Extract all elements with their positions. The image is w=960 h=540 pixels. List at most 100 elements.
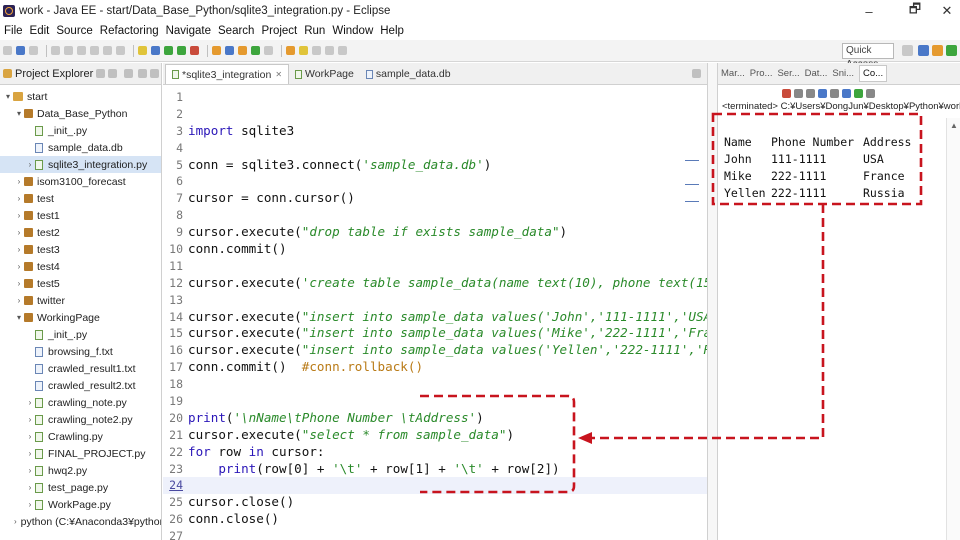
code-line[interactable]: 23 print(row[0] + '\t' + row[1] + '\t' +… — [163, 461, 707, 478]
menu-search[interactable]: Search — [218, 25, 255, 37]
expand-toggle-icon[interactable]: › — [17, 279, 21, 288]
menu-file[interactable]: File — [4, 25, 23, 37]
tree-item[interactable]: ›python (C:¥Anaconda3¥python.exe) — [0, 513, 161, 530]
tree-item[interactable]: ›test5 — [0, 275, 161, 292]
expand-toggle-icon[interactable]: › — [28, 483, 32, 492]
tree-item[interactable]: ▾start — [0, 88, 161, 105]
tree-item[interactable]: ›twitter — [0, 292, 161, 309]
expand-toggle-icon[interactable]: › — [17, 211, 21, 220]
skip-breakpoints-icon[interactable] — [77, 46, 86, 55]
external-tools-icon[interactable] — [190, 46, 199, 55]
back-icon[interactable] — [325, 46, 334, 55]
new-icon[interactable] — [3, 46, 12, 55]
terminate-icon[interactable] — [782, 88, 791, 98]
minimize-button[interactable]: – — [865, 3, 873, 19]
save-icon[interactable] — [16, 46, 25, 55]
expand-toggle-icon[interactable]: › — [17, 228, 21, 237]
console-view-tab[interactable]: Ser... — [777, 68, 800, 79]
tree-item[interactable]: ▾WorkingPage — [0, 309, 161, 326]
suspend-icon[interactable] — [103, 46, 112, 55]
new-project-icon[interactable] — [251, 46, 260, 55]
view-menu-icon[interactable] — [124, 69, 133, 78]
editor-tab[interactable]: sample_data.db — [360, 64, 457, 84]
tree-item[interactable]: ›test1 — [0, 207, 161, 224]
code-line[interactable]: 19 — [163, 393, 707, 410]
open-console-icon[interactable] — [866, 88, 875, 98]
forward-icon[interactable] — [338, 46, 347, 55]
tree-item[interactable]: ›test — [0, 190, 161, 207]
tree-item[interactable]: crawled_result2.txt — [0, 377, 161, 394]
pydev-perspective-icon[interactable] — [932, 45, 943, 56]
stop-icon[interactable] — [116, 46, 125, 55]
remove-launch-icon[interactable] — [794, 88, 803, 98]
tree-item[interactable]: _init_.py — [0, 326, 161, 343]
expand-toggle-icon[interactable]: ▾ — [5, 92, 10, 101]
tree-item[interactable]: crawled_result1.txt — [0, 360, 161, 377]
print-icon[interactable] — [51, 46, 60, 55]
expand-toggle-icon[interactable]: ▾ — [16, 313, 21, 322]
resume-icon[interactable] — [90, 46, 99, 55]
new-server-icon[interactable] — [151, 46, 160, 55]
project-explorer-tab[interactable]: Project Explorer — [0, 63, 161, 85]
expand-toggle-icon[interactable]: › — [17, 245, 21, 254]
menu-help[interactable]: Help — [380, 25, 404, 37]
code-line[interactable]: 13 — [163, 292, 707, 309]
console-view-tab[interactable]: Pro... — [749, 68, 773, 79]
tree-item[interactable]: ›hwq2.py — [0, 462, 161, 479]
save-all-icon[interactable] — [29, 46, 38, 55]
code-line[interactable]: 4 — [163, 140, 707, 157]
open-type-icon[interactable] — [138, 46, 147, 55]
maximize-button[interactable]: 🗗 — [908, 1, 922, 16]
tree-item[interactable]: ›sqlite3_integration.py — [0, 156, 161, 173]
display-console-icon[interactable] — [854, 88, 863, 98]
search-icon[interactable] — [264, 46, 273, 55]
tree-item[interactable]: sample_data.db — [0, 139, 161, 156]
minimize-view-icon[interactable] — [138, 69, 147, 78]
close-tab-icon[interactable]: ✕ — [275, 70, 283, 79]
code-line[interactable]: 1 — [163, 89, 707, 106]
expand-toggle-icon[interactable]: › — [28, 432, 32, 441]
minimize-editor-icon[interactable] — [692, 69, 701, 78]
maximize-view-icon[interactable] — [150, 69, 159, 78]
open-folder-icon[interactable] — [238, 46, 247, 55]
expand-toggle-icon[interactable]: › — [28, 466, 32, 475]
expand-toggle-icon[interactable]: › — [28, 500, 32, 509]
editor-tab[interactable]: *sqlite3_integration✕ — [165, 64, 290, 84]
menu-refactoring[interactable]: Refactoring — [99, 25, 159, 37]
pin-console-icon[interactable] — [842, 88, 851, 98]
expand-toggle-icon[interactable]: › — [17, 262, 21, 271]
menu-edit[interactable]: Edit — [29, 25, 50, 37]
open-perspective-icon[interactable] — [902, 45, 913, 56]
expand-toggle-icon[interactable]: › — [28, 398, 32, 407]
expand-toggle-icon[interactable]: › — [28, 160, 32, 169]
debug-icon[interactable] — [164, 46, 173, 55]
debug-perspective-icon[interactable] — [946, 45, 957, 56]
expand-toggle-icon[interactable]: › — [17, 296, 21, 305]
expand-toggle-icon[interactable]: ▾ — [16, 109, 21, 118]
code-line[interactable]: 2 — [163, 106, 707, 123]
tree-item[interactable]: ›crawling_note2.py — [0, 411, 161, 428]
overview-ruler-mark[interactable] — [685, 160, 699, 161]
expand-toggle-icon[interactable]: › — [14, 517, 17, 526]
overview-ruler-mark[interactable] — [685, 201, 699, 202]
console-view-tab[interactable]: Mar... — [721, 68, 745, 79]
expand-toggle-icon[interactable]: › — [17, 194, 21, 203]
tree-item[interactable]: ›FINAL_PROJECT.py — [0, 445, 161, 462]
tree-item[interactable]: ›test4 — [0, 258, 161, 275]
console-view-tab[interactable]: Dat... — [804, 68, 828, 79]
link-with-editor-icon[interactable] — [108, 69, 117, 78]
editor-tab[interactable]: WorkPage — [289, 64, 360, 84]
code-line[interactable]: 8 — [163, 207, 707, 224]
run-icon[interactable] — [177, 46, 186, 55]
